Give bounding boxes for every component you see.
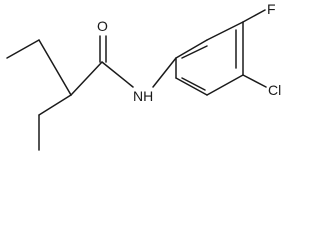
bond-ch-ethyl2-ch2 xyxy=(38,94,72,116)
ring-double-bond-1 xyxy=(181,45,208,59)
ring-bond-5 xyxy=(175,77,208,96)
ring-double-bond-3 xyxy=(181,77,206,91)
ring-bond-4 xyxy=(206,74,244,96)
molecule-structure: O NH F Cl xyxy=(6,1,281,151)
bond-carbonyl-nitrogen xyxy=(101,61,134,88)
ring-bond-1 xyxy=(175,39,208,59)
chlorine-label: Cl xyxy=(268,82,281,98)
bond-ring-fluorine xyxy=(242,9,266,23)
bond-nitrogen-ring xyxy=(152,57,177,88)
bond-ethyl1-ch3-ch2 xyxy=(6,39,40,59)
nh-label: NH xyxy=(133,88,153,104)
fluorine-label: F xyxy=(267,1,276,17)
bond-ring-chlorine xyxy=(242,74,267,88)
oxygen-label: O xyxy=(97,18,108,34)
bond-ethyl1-ch2-ch xyxy=(38,39,72,96)
ring-bond-2 xyxy=(206,21,244,41)
bond-ch-carbonyl xyxy=(70,61,103,96)
